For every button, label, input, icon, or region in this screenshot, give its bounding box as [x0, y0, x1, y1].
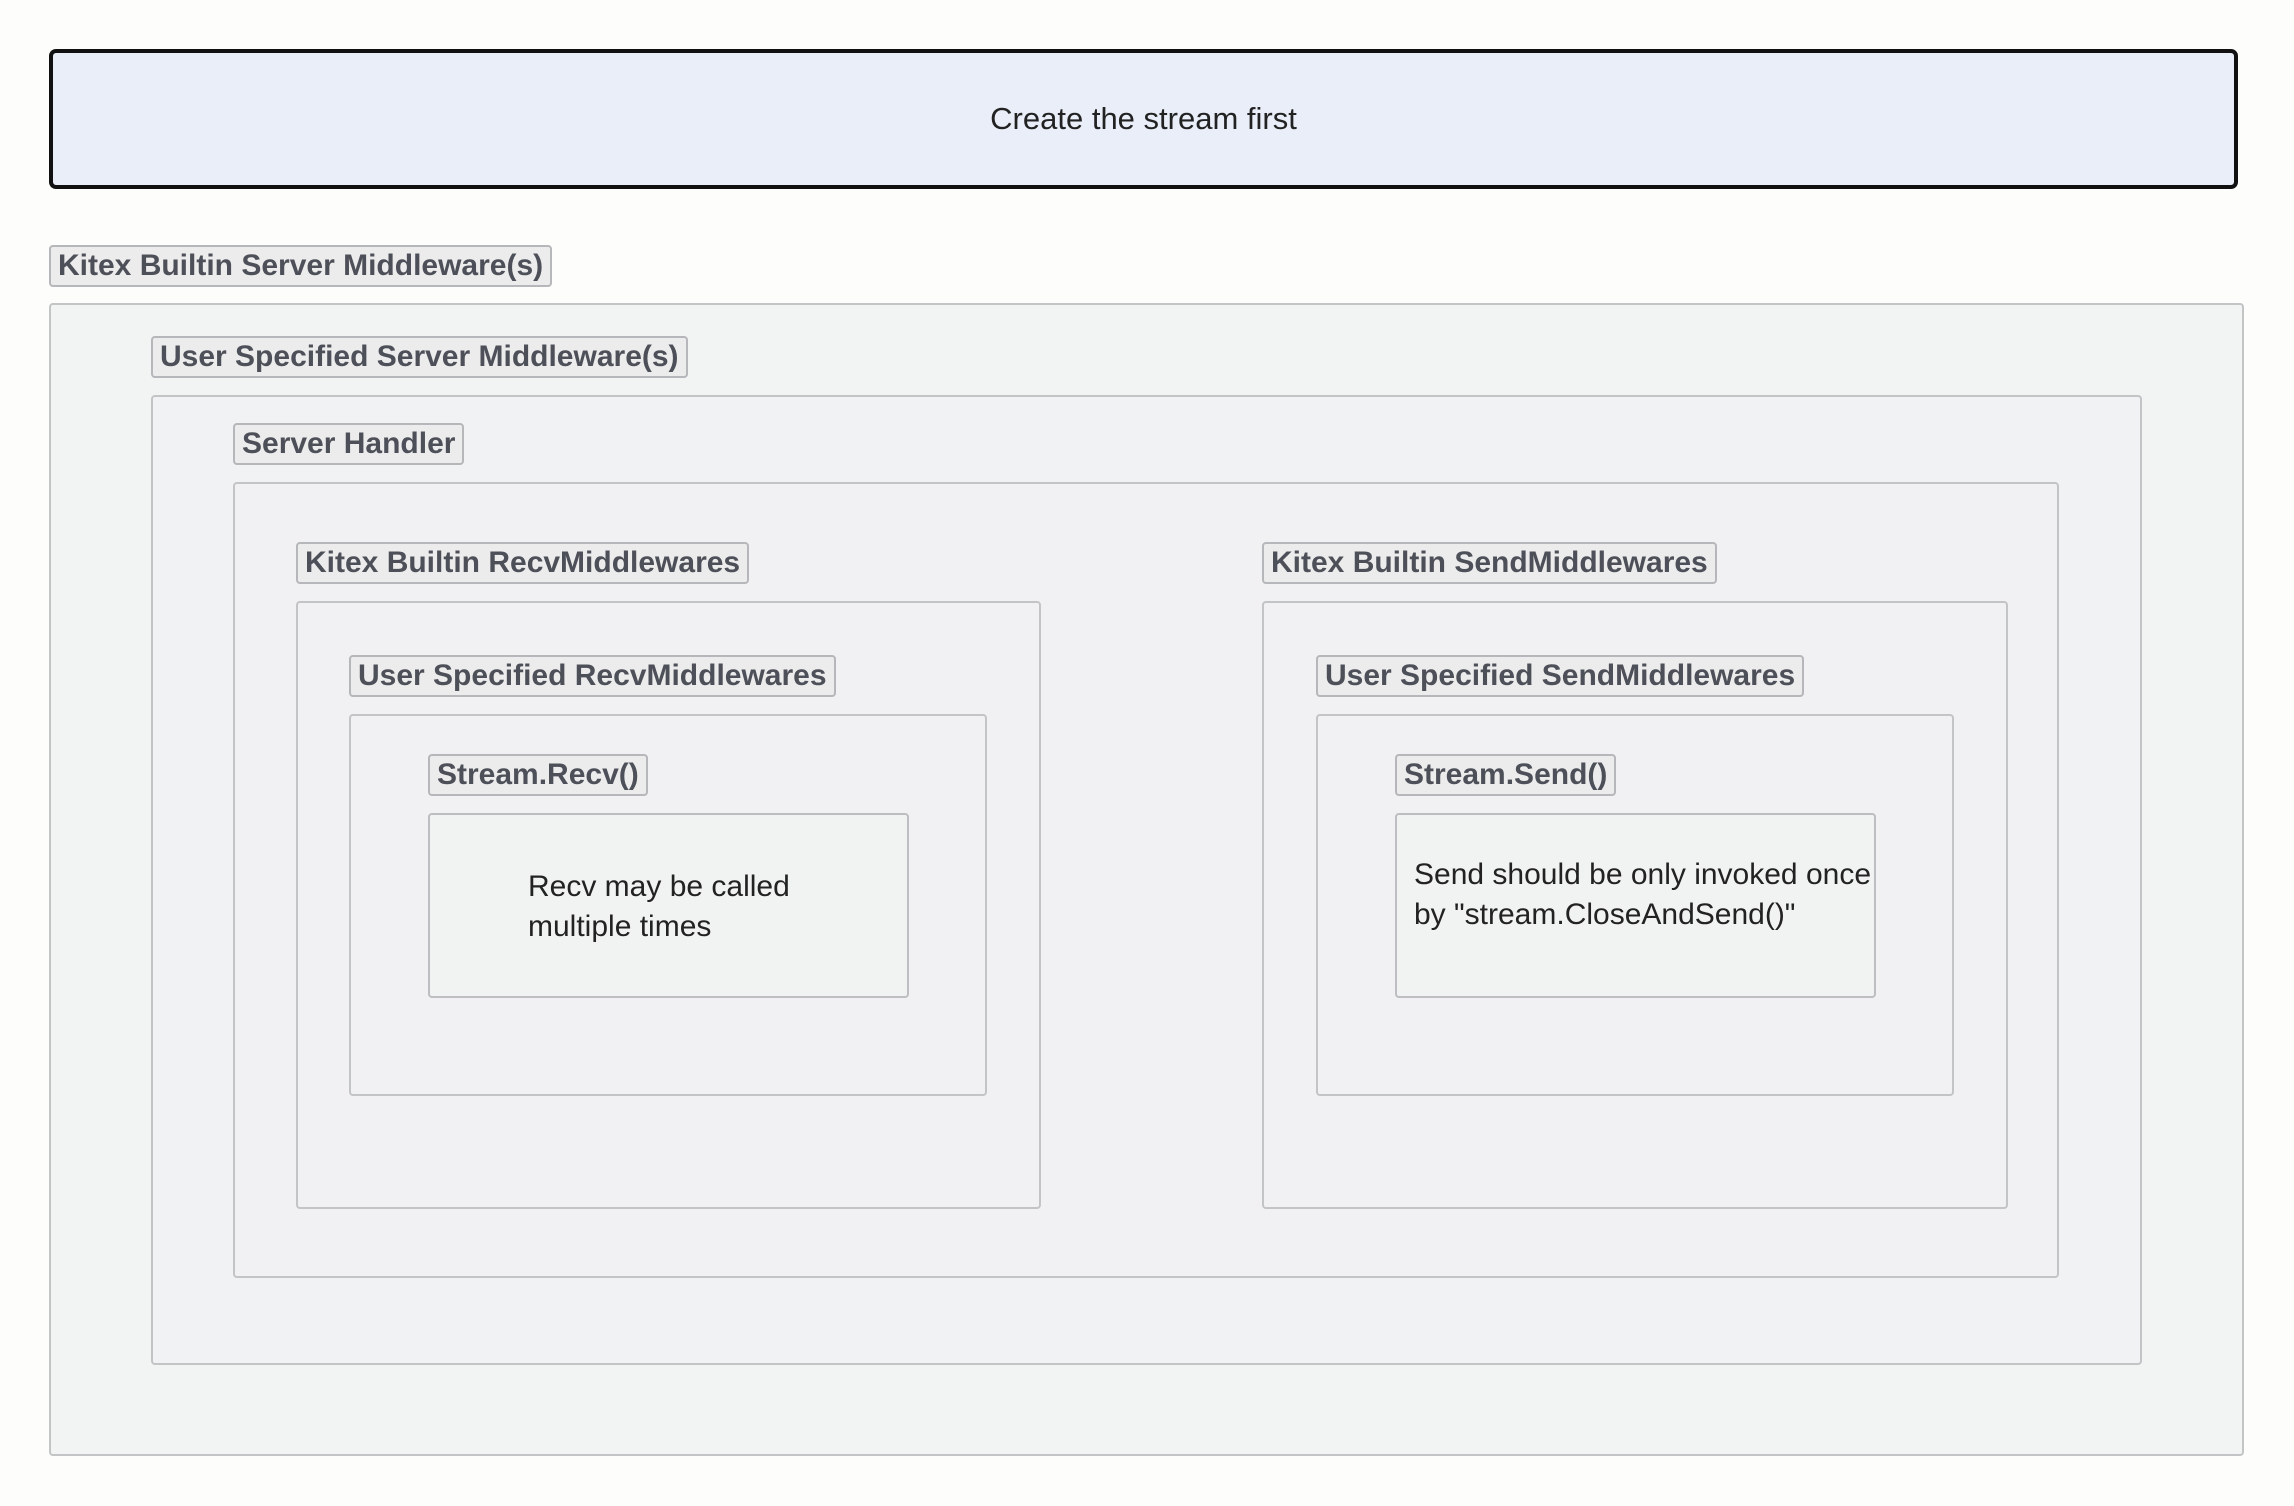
stream-send-label: Stream.Send(): [1395, 754, 1617, 796]
kitex-builtin-server-middleware-label: Kitex Builtin Server Middleware(s): [49, 245, 553, 287]
send-note-box: Send should be only invoked once by "str…: [1395, 813, 1876, 998]
user-specified-server-middleware-label: User Specified Server Middleware(s): [151, 336, 688, 378]
create-stream-text: Create the stream first: [990, 101, 1297, 136]
server-handler-label: Server Handler: [233, 423, 465, 465]
kitex-builtin-recv-middlewares-label: Kitex Builtin RecvMiddlewares: [296, 542, 750, 584]
send-note-text: Send should be only invoked once by "str…: [1414, 858, 1872, 931]
create-stream-box: Create the stream first: [49, 49, 2238, 189]
kitex-builtin-send-middlewares-label: Kitex Builtin SendMiddlewares: [1262, 542, 1717, 584]
recv-note-text: Recv may be called multiple times: [528, 870, 790, 943]
user-specified-recv-middlewares-label: User Specified RecvMiddlewares: [349, 655, 836, 697]
recv-note-box: Recv may be called multiple times: [428, 813, 909, 998]
user-specified-send-middlewares-label: User Specified SendMiddlewares: [1316, 655, 1805, 697]
stream-recv-label: Stream.Recv(): [428, 754, 648, 796]
